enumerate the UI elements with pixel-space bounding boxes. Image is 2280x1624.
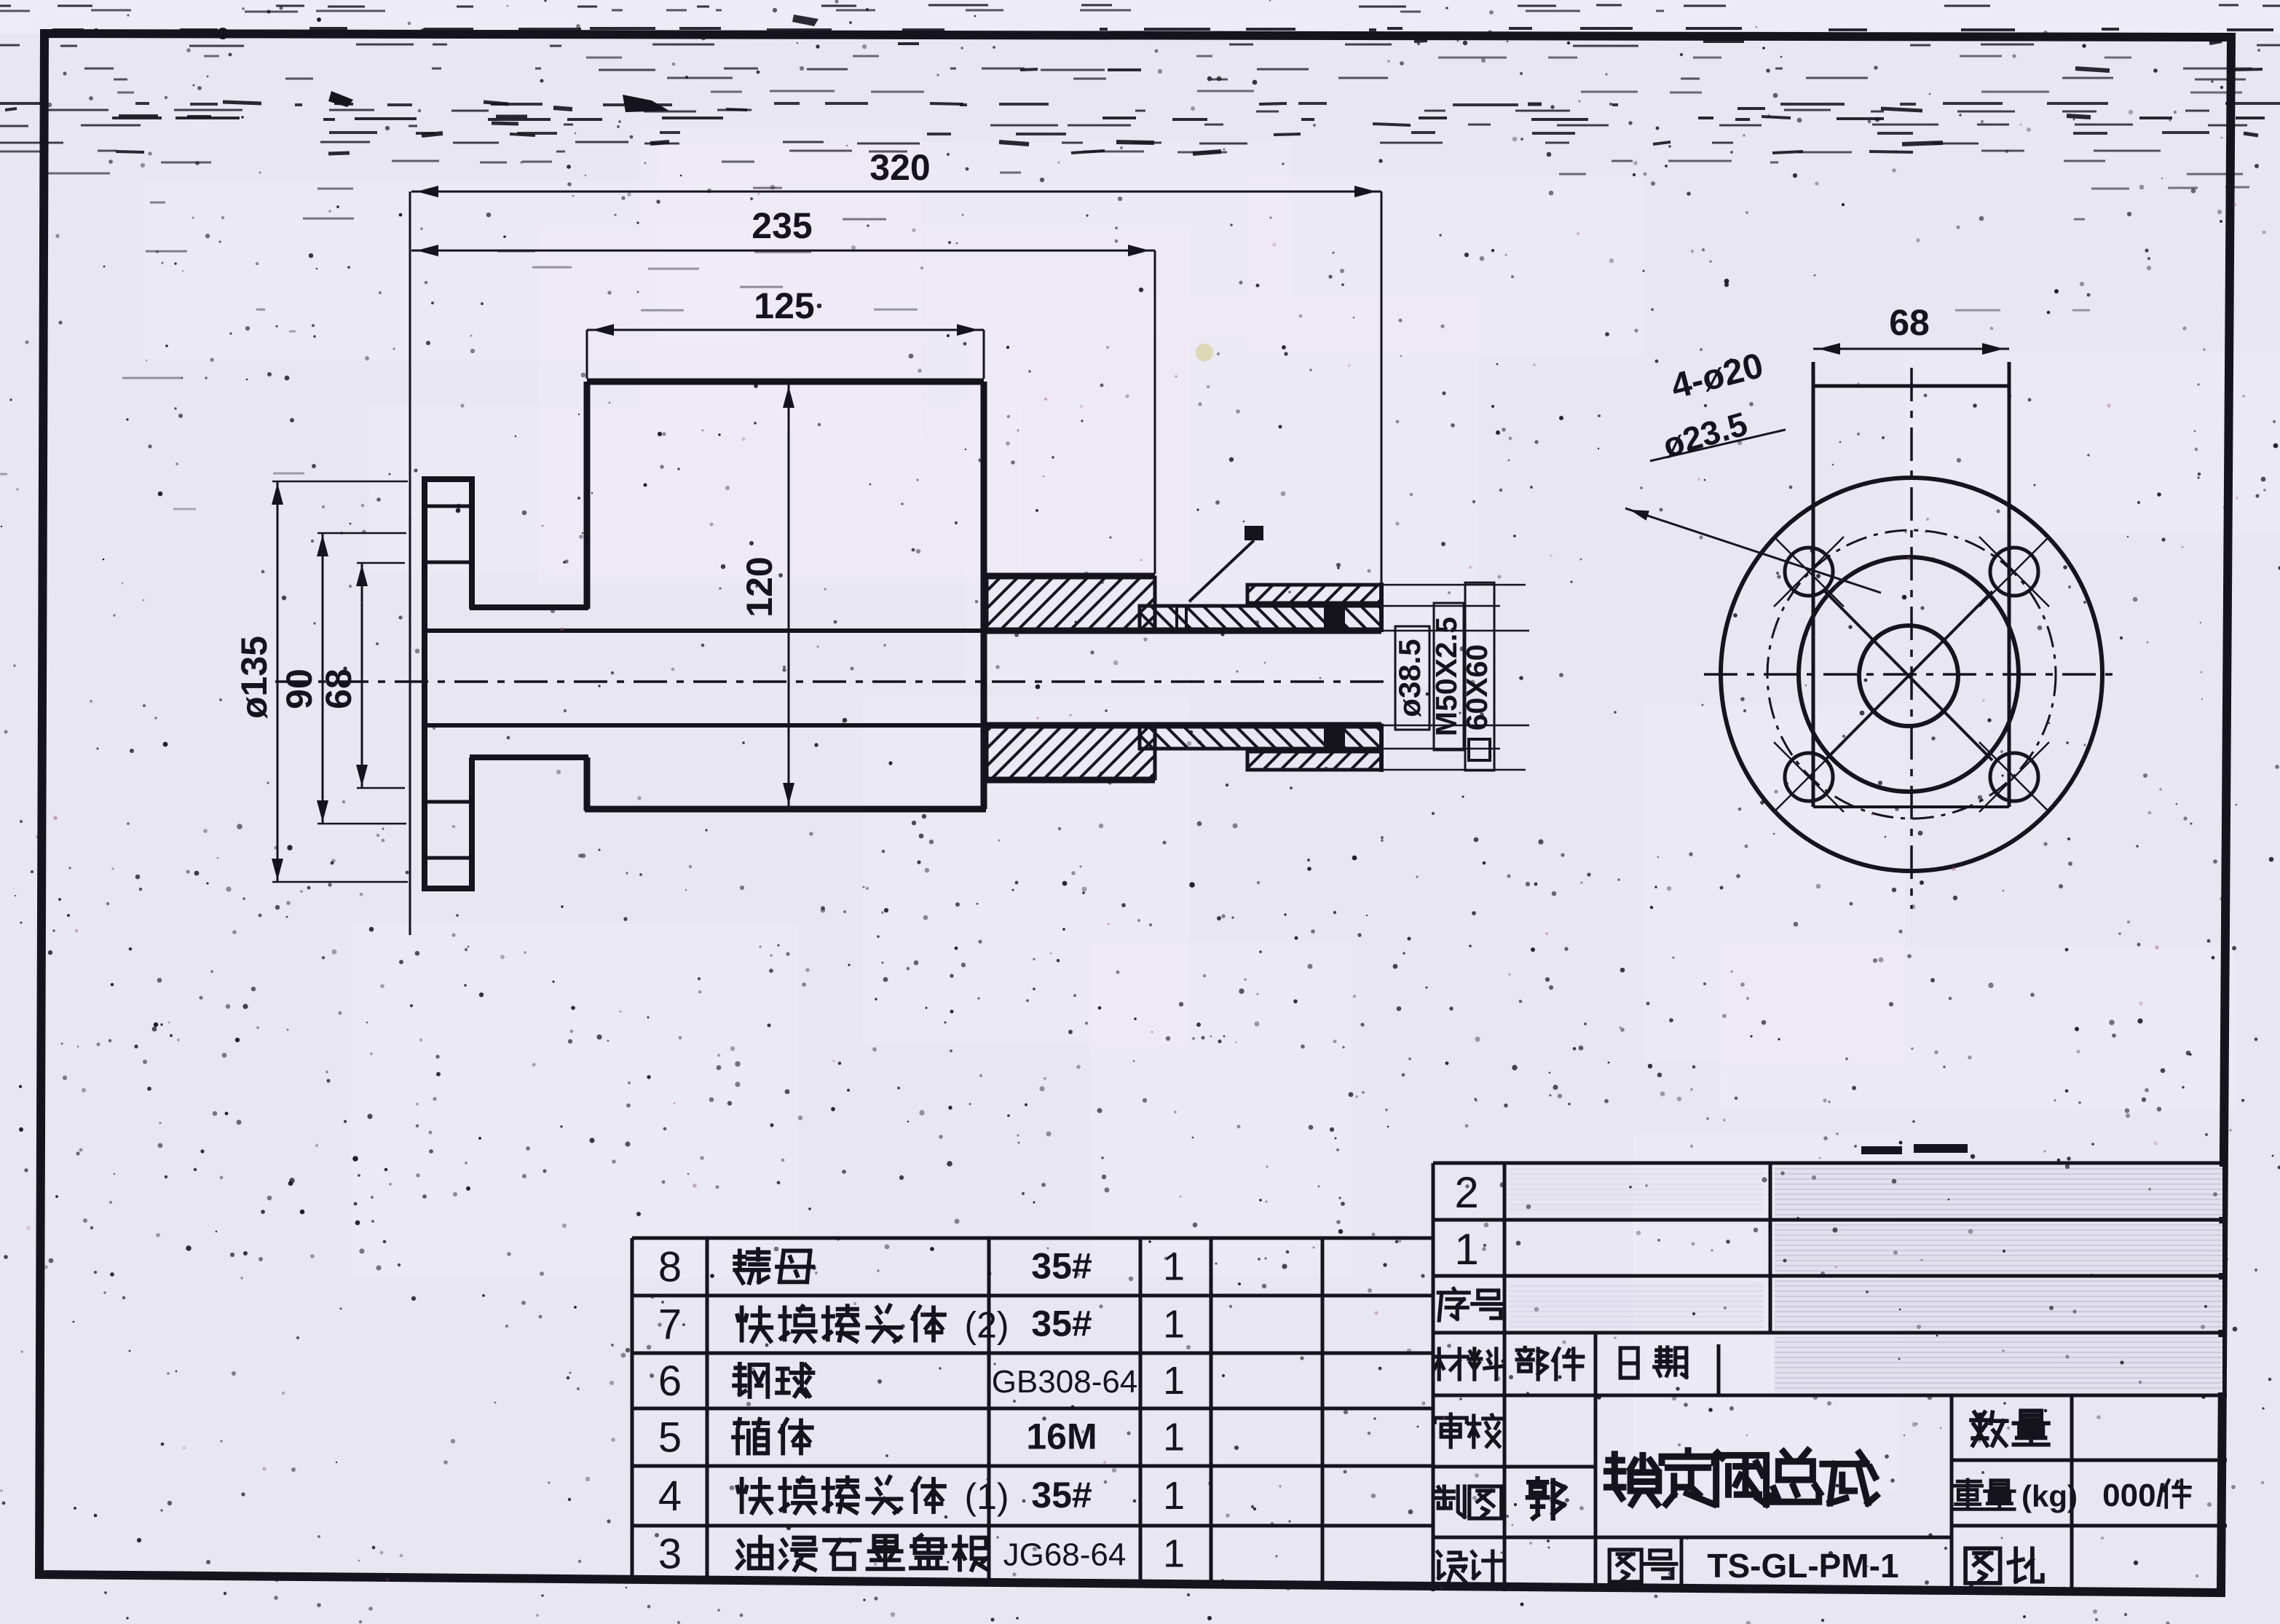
svg-text:120: 120: [739, 556, 780, 617]
svg-text:1: 1: [1163, 1245, 1185, 1289]
svg-text:5: 5: [658, 1414, 682, 1462]
svg-text:3: 3: [658, 1531, 682, 1578]
svg-text:M50X2.5: M50X2.5: [1429, 617, 1463, 736]
svg-text:235: 235: [752, 205, 812, 246]
svg-text:JG68-64: JG68-64: [1003, 1537, 1127, 1573]
svg-text:1: 1: [1454, 1225, 1478, 1274]
svg-text:1: 1: [1163, 1359, 1185, 1403]
svg-text:2: 2: [1454, 1168, 1478, 1217]
svg-text:68: 68: [318, 669, 359, 709]
svg-text:125: 125: [754, 285, 814, 326]
svg-text:(kg): (kg): [2021, 1479, 2078, 1513]
svg-text:4: 4: [658, 1473, 682, 1520]
svg-text:35#: 35#: [1031, 1475, 1092, 1515]
svg-text:6: 6: [658, 1357, 682, 1405]
svg-text:90: 90: [279, 669, 320, 709]
svg-text:320: 320: [869, 147, 930, 188]
svg-text:TS-GL-PM-1: TS-GL-PM-1: [1707, 1547, 1898, 1585]
svg-text:1: 1: [1163, 1474, 1185, 1518]
svg-text:1: 1: [1163, 1532, 1185, 1576]
svg-text:16M: 16M: [1026, 1416, 1097, 1457]
svg-text:(2): (2): [964, 1305, 1009, 1346]
svg-text:GB308-64: GB308-64: [992, 1364, 1138, 1400]
svg-text:7: 7: [658, 1301, 682, 1349]
svg-text:ø135: ø135: [234, 636, 275, 719]
svg-text:35#: 35#: [1031, 1304, 1092, 1344]
svg-text:ø38.5: ø38.5: [1392, 639, 1427, 717]
svg-text:(1): (1): [964, 1476, 1009, 1517]
svg-text:35#: 35#: [1031, 1246, 1092, 1287]
svg-text:1: 1: [1163, 1416, 1185, 1459]
svg-text:68: 68: [1889, 302, 1930, 343]
svg-text:000/: 000/: [2102, 1478, 2165, 1513]
svg-text:8: 8: [658, 1244, 682, 1291]
svg-text:1: 1: [1163, 1303, 1185, 1347]
